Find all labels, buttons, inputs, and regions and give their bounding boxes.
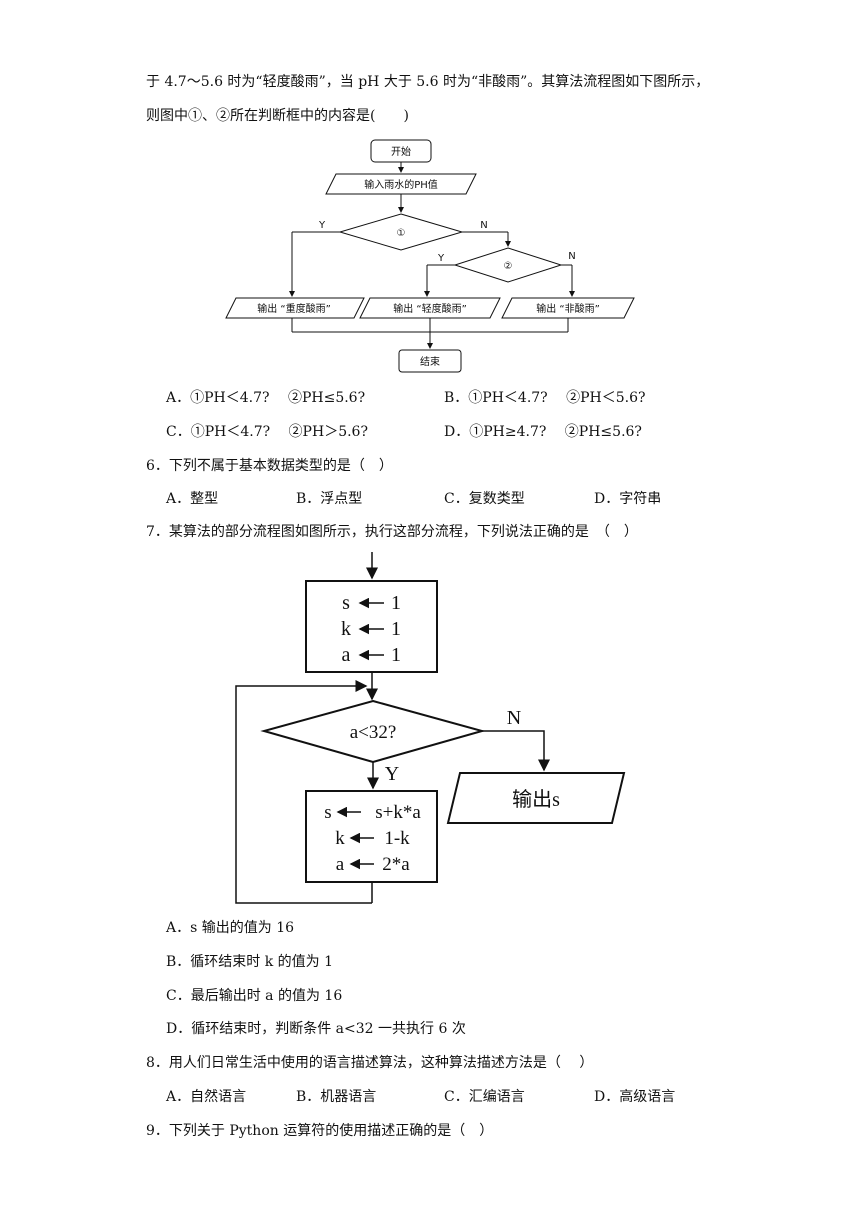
q8-option-d: D．高级语言 bbox=[594, 1089, 676, 1105]
q6-option-c: C．复数类型 bbox=[444, 491, 525, 507]
decision-2 bbox=[453, 247, 563, 283]
q6-option-b: B．浮点型 bbox=[296, 491, 363, 507]
end-box bbox=[398, 349, 462, 373]
input-label: 输入雨水的PH值 bbox=[364, 178, 438, 191]
output-s-box bbox=[446, 772, 626, 824]
init-k-val: 1 bbox=[391, 618, 401, 640]
loop-body-box bbox=[305, 790, 438, 883]
condition-label: a<32? bbox=[350, 722, 397, 743]
output-s-label: 输出s bbox=[512, 788, 560, 811]
q8-option-b: B．机器语言 bbox=[296, 1089, 377, 1105]
q8-option-a: A．自然语言 bbox=[166, 1089, 247, 1105]
output-light-box bbox=[359, 297, 501, 319]
output-heavy-box bbox=[225, 297, 365, 319]
flowchart-acid-rain: 开始 输入雨水的PH值 ① Y N ② Y N 输出 “重度酸雨” 输出 “轻度… bbox=[225, 139, 635, 373]
d1-yes-label: Y bbox=[318, 220, 326, 231]
loop-a-val: 2*a bbox=[382, 854, 410, 875]
output-none-label: 输出 “非酸雨” bbox=[536, 302, 600, 315]
q6-stem: 6．下列不属于基本数据类型的是（ ） bbox=[146, 458, 393, 474]
init-k-var: k bbox=[341, 618, 351, 640]
loop-a-var: a bbox=[336, 854, 345, 875]
d2-yes-label: Y bbox=[437, 253, 445, 264]
q8-stem: 8．用人们日常生活中使用的语言描述算法，这种算法描述方法是（ ） bbox=[146, 1055, 594, 1071]
end-label: 结束 bbox=[420, 355, 440, 368]
q9-stem: 9．下列关于 Python 运算符的使用描述正确的是（ ） bbox=[146, 1123, 494, 1139]
init-a-var: a bbox=[342, 644, 351, 666]
condition-yes-label: Y bbox=[385, 763, 399, 785]
decision-1 bbox=[338, 213, 464, 251]
output-heavy-label: 输出 “重度酸雨” bbox=[257, 302, 331, 315]
q7-option-a: A．s 输出的值为 16 bbox=[166, 920, 295, 936]
intro-line-2: 则图中①、②所在判断框中的内容是( ) bbox=[146, 108, 409, 124]
q6-option-d: D．字符串 bbox=[594, 491, 662, 507]
output-light-label: 输出 “轻度酸雨” bbox=[393, 302, 467, 315]
input-box bbox=[325, 173, 477, 195]
loop-s-var: s bbox=[324, 802, 331, 823]
decision-2-label: ② bbox=[504, 261, 513, 272]
loop-s-val: s+k*a bbox=[375, 802, 421, 823]
start-label: 开始 bbox=[391, 145, 411, 158]
decision-1-label: ① bbox=[397, 228, 406, 239]
init-box bbox=[305, 580, 438, 673]
flowchart-loop: s 1 k 1 a 1 a<32? N 输出s Y s s+k*a k 1-k … bbox=[235, 552, 626, 904]
init-s-var: s bbox=[342, 592, 350, 614]
d1-no-label: N bbox=[480, 220, 487, 231]
q7-option-c: C．最后输出时 a 的值为 16 bbox=[166, 988, 343, 1004]
d2-no-label: N bbox=[568, 251, 575, 262]
output-none-box bbox=[501, 297, 635, 319]
loop-k-val: 1-k bbox=[384, 828, 410, 849]
q5-option-d: D．①PH≥4.7? ②PH≤5.6? bbox=[444, 424, 642, 440]
q5-option-a: A．①PH＜4.7? ②PH≤5.6? bbox=[166, 390, 366, 406]
q5-option-c: C．①PH＜4.7? ②PH＞5.6? bbox=[166, 424, 368, 440]
q7-option-b: B．循环结束时 k 的值为 1 bbox=[166, 954, 334, 970]
init-a-val: 1 bbox=[391, 644, 401, 666]
init-s-val: 1 bbox=[391, 592, 401, 614]
loop-k-var: k bbox=[335, 828, 345, 849]
q7-stem: 7．某算法的部分流程图如图所示，执行这部分流程，下列说法正确的是 （ ） bbox=[146, 524, 638, 540]
q7-option-d: D．循环结束时，判断条件 a<32 一共执行 6 次 bbox=[166, 1021, 466, 1037]
q6-option-a: A．整型 bbox=[166, 491, 219, 507]
intro-line-1: 于 4.7～5.6 时为“轻度酸雨”，当 pH 大于 5.6 时为“非酸雨”。其… bbox=[146, 74, 710, 90]
condition-no-label: N bbox=[507, 707, 521, 729]
q5-option-b: B．①PH＜4.7? ②PH＜5.6? bbox=[444, 390, 646, 406]
q8-option-c: C．汇编语言 bbox=[444, 1089, 525, 1105]
